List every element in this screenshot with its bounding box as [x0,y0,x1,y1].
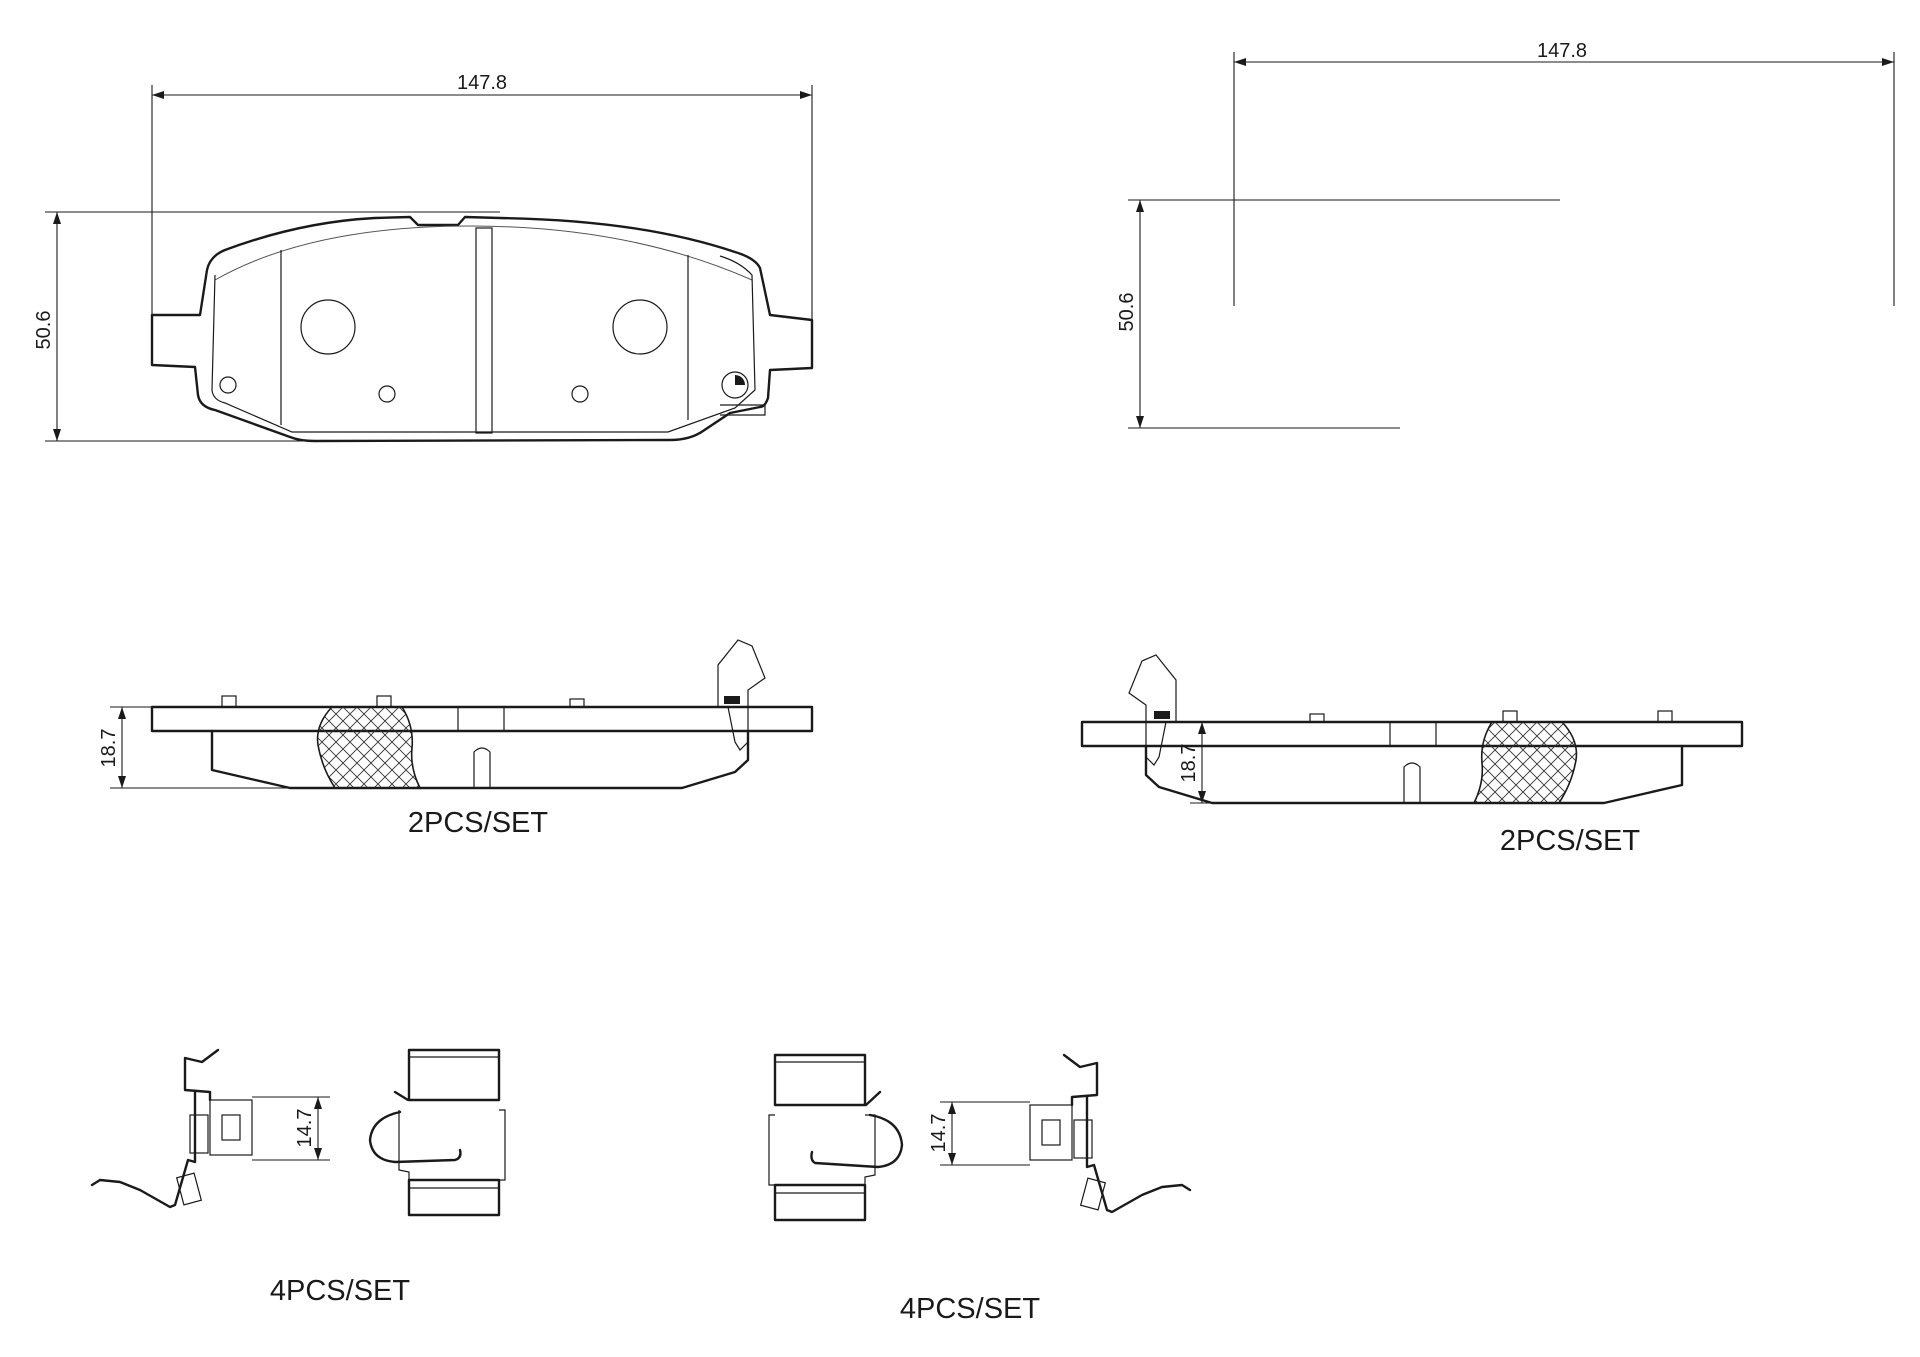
friction-material-edge [214,225,753,281]
wear-sensor-bracket [720,404,766,416]
clip-front-view-left [368,1048,506,1217]
piston-circle-left [300,299,356,355]
clip-front-view-right [768,1053,904,1222]
bump-2 [376,695,392,708]
clip-tab [1073,1119,1093,1159]
qty-label-clips-right: 4PCS/SET [900,1293,1040,1325]
bump-2 [1502,710,1518,723]
dimension-thickness-side-left: 18.7 [98,706,290,789]
clip-side-view-right [1029,1053,1192,1214]
friction-cutaway [1472,721,1578,804]
dimension-thickness-side-right: 18.7 [1178,721,1380,804]
bump-3 [569,698,585,708]
qty-label-clips-left: 4PCS/SET [270,1275,410,1307]
wear-sensor-clip [1128,654,1177,766]
piston-circle-right [612,299,668,355]
qty-label-pads-right: 2PCS/SET [1500,825,1640,857]
wear-sensor-block [1154,711,1170,719]
clip-spring-loop [810,1090,904,1169]
clip-frame [768,1114,876,1186]
clip-tab [189,1114,209,1154]
friction-cutaway [316,706,422,789]
dimension-width-top-left: 147.8 [151,72,813,320]
center-slot [1403,762,1421,803]
dimension-height-top-right: 50.6 [1116,199,1560,429]
hole-corner-left [219,376,237,394]
height-label: 50.6 [33,311,55,350]
friction-block [1144,744,1684,805]
center-slot [473,747,491,788]
clip-body [90,1090,197,1209]
bump-3 [1309,713,1325,723]
clip-bottom-block [407,1178,501,1217]
clip-body [1085,1095,1192,1214]
clip-side-view-left [90,1048,253,1209]
center-tab [1389,721,1437,747]
thickness-label: 18.7 [98,729,120,768]
pad-side-view-left [150,639,814,790]
clip-top-block [773,1053,867,1107]
clip-frame [398,1109,506,1181]
bump-1 [1657,710,1673,723]
width-label: 147.8 [1537,40,1587,62]
wear-sensor-clip [717,639,766,751]
clip-top-block [407,1048,501,1102]
wear-sensor-block [724,696,740,704]
center-tab [457,706,505,732]
clip-window-outer [209,1099,253,1156]
thickness-label: 18.7 [1178,744,1200,783]
clip-height-label: 14.7 [928,1114,950,1153]
dimension-height-top-left: 50.6 [33,211,500,442]
clip-hook [183,1048,220,1102]
clip-foot [175,1172,203,1206]
clip-height-label: 14.7 [294,1109,316,1148]
clip-spring-loop [368,1090,462,1164]
clip-window-outer [1029,1104,1073,1161]
hole-small-left [378,385,396,403]
backing-plate [1080,720,1744,748]
pad-outline [150,215,814,443]
dimension-width-top-right: 147.8 [1233,40,1895,306]
clip-bottom-block [773,1183,867,1222]
dimension-clip-height-right: 14.7 [928,1101,1030,1166]
wear-sensor-circle [721,371,749,399]
qty-label-pads-left: 2PCS/SET [408,807,548,839]
bump-1 [221,695,237,708]
dimension-clip-height-left: 14.7 [252,1096,330,1161]
height-label: 50.6 [1116,293,1138,332]
pad-side-view-right [1080,654,1744,805]
width-label: 147.8 [457,72,507,94]
backing-plate [150,705,814,733]
clip-foot [1079,1177,1107,1211]
friction-block [210,729,750,790]
hole-small-right [571,385,589,403]
pad-front-view-left [150,215,814,443]
clip-window-inner [221,1114,241,1141]
center-slot [475,227,493,434]
friction-material-outline [211,255,756,433]
clip-hook [1062,1053,1099,1107]
clip-window-inner [1041,1119,1061,1146]
wear-sensor-marker [735,375,745,385]
